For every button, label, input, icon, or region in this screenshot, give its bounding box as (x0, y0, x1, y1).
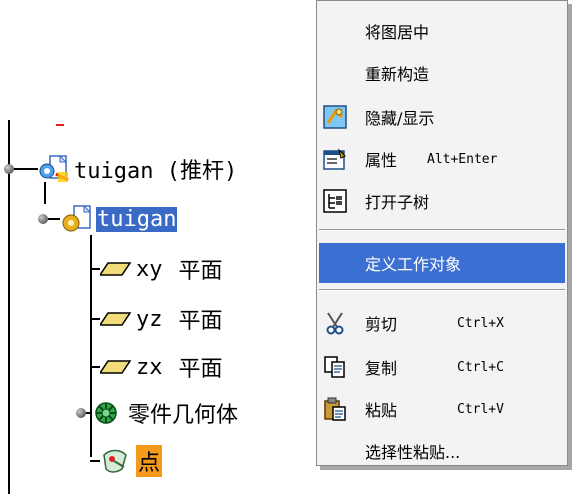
plane-name: yz (136, 306, 163, 332)
tree-node-plane-xy[interactable]: xy 平面 (90, 252, 223, 286)
menu-item-paste-special[interactable]: 选择性粘贴... (319, 431, 565, 471)
menu-item-copy[interactable]: 复制 Ctrl+C (319, 347, 565, 387)
menu-item-label: 剪切 (365, 315, 398, 334)
hide-show-icon (323, 105, 347, 129)
tree-node-root[interactable]: tuigan (推杆) (0, 152, 237, 186)
menu-item-label: 选择性粘贴... (365, 443, 461, 462)
plane-icon (98, 357, 132, 377)
tree-node-plane-zx[interactable]: zx 平面 (90, 350, 223, 384)
menu-separator (319, 289, 565, 291)
paste-icon (323, 397, 347, 421)
point-label: 点 (136, 445, 163, 477)
plane-name: xy (136, 256, 163, 282)
menu-item-label: 打开子树 (365, 193, 430, 212)
menu-item-label: 隐藏/显示 (365, 109, 435, 128)
specification-tree: tuigan (推杆) tuigan xy 平面 yz (0, 120, 238, 494)
plane-suffix: 平面 (178, 259, 223, 284)
tree-red-tick (56, 124, 64, 126)
expand-collapse-icon[interactable] (38, 214, 48, 224)
menu-item-properties[interactable]: 属性 Alt+Enter (319, 139, 565, 179)
tree-child-line (90, 235, 92, 457)
menu-item-paste[interactable]: 粘贴 Ctrl+V (319, 389, 565, 429)
menu-item-label: 粘贴 (365, 401, 398, 420)
part-body-label: 零件几何体 (128, 403, 239, 428)
point-feature-icon (100, 447, 130, 475)
plane-suffix: 平面 (178, 357, 223, 382)
plane-name: zx (136, 354, 163, 380)
tree-part-label: tuigan (96, 206, 178, 232)
tree-node-point[interactable]: 点 (90, 444, 163, 478)
copy-icon (323, 355, 347, 379)
menu-separator (319, 229, 565, 231)
tree-branch-line (44, 182, 46, 204)
scissors-icon (323, 311, 347, 335)
menu-item-shortcut: Ctrl+V (457, 401, 504, 417)
menu-item-label: 属性 (365, 151, 398, 170)
menu-item-hide-show[interactable]: 隐藏/显示 (319, 97, 565, 137)
tree-node-plane-yz[interactable]: yz 平面 (90, 302, 223, 336)
menu-item-shortcut: Ctrl+X (457, 315, 504, 331)
expand-collapse-icon[interactable] (76, 408, 86, 418)
menu-item-rebuild[interactable]: 重新构造 (319, 53, 565, 93)
menu-item-center-graph[interactable]: 将图居中 (319, 11, 565, 51)
menu-item-label: 将图居中 (365, 23, 430, 42)
tree-node-part-body[interactable]: 零件几何体 (74, 396, 238, 430)
context-menu: 将图居中 重新构造 隐藏/显示 属性 Alt+Enter (316, 0, 568, 466)
plane-icon (98, 309, 132, 329)
expand-collapse-icon[interactable] (4, 164, 14, 174)
menu-item-open-subtree[interactable]: 打开子树 (319, 181, 565, 221)
tree-root-label: tuigan (推杆) (74, 159, 238, 184)
menu-item-label: 定义工作对象 (365, 255, 462, 274)
part-icon (60, 204, 94, 234)
menu-item-shortcut: Ctrl+C (457, 359, 504, 375)
menu-item-shortcut: Alt+Enter (427, 151, 498, 167)
menu-item-label: 复制 (365, 359, 398, 378)
tree-node-part[interactable]: tuigan (34, 202, 178, 236)
properties-icon (323, 147, 347, 171)
tree-trunk-line (8, 120, 10, 494)
menu-item-define-work-object[interactable]: 定义工作对象 (319, 243, 565, 283)
part-body-icon (92, 399, 120, 427)
menu-item-label: 重新构造 (365, 65, 430, 84)
plane-suffix: 平面 (178, 309, 223, 334)
product-icon (38, 154, 72, 184)
open-subtree-icon (323, 189, 347, 213)
plane-icon (98, 259, 132, 279)
menu-item-cut[interactable]: 剪切 Ctrl+X (319, 303, 565, 343)
